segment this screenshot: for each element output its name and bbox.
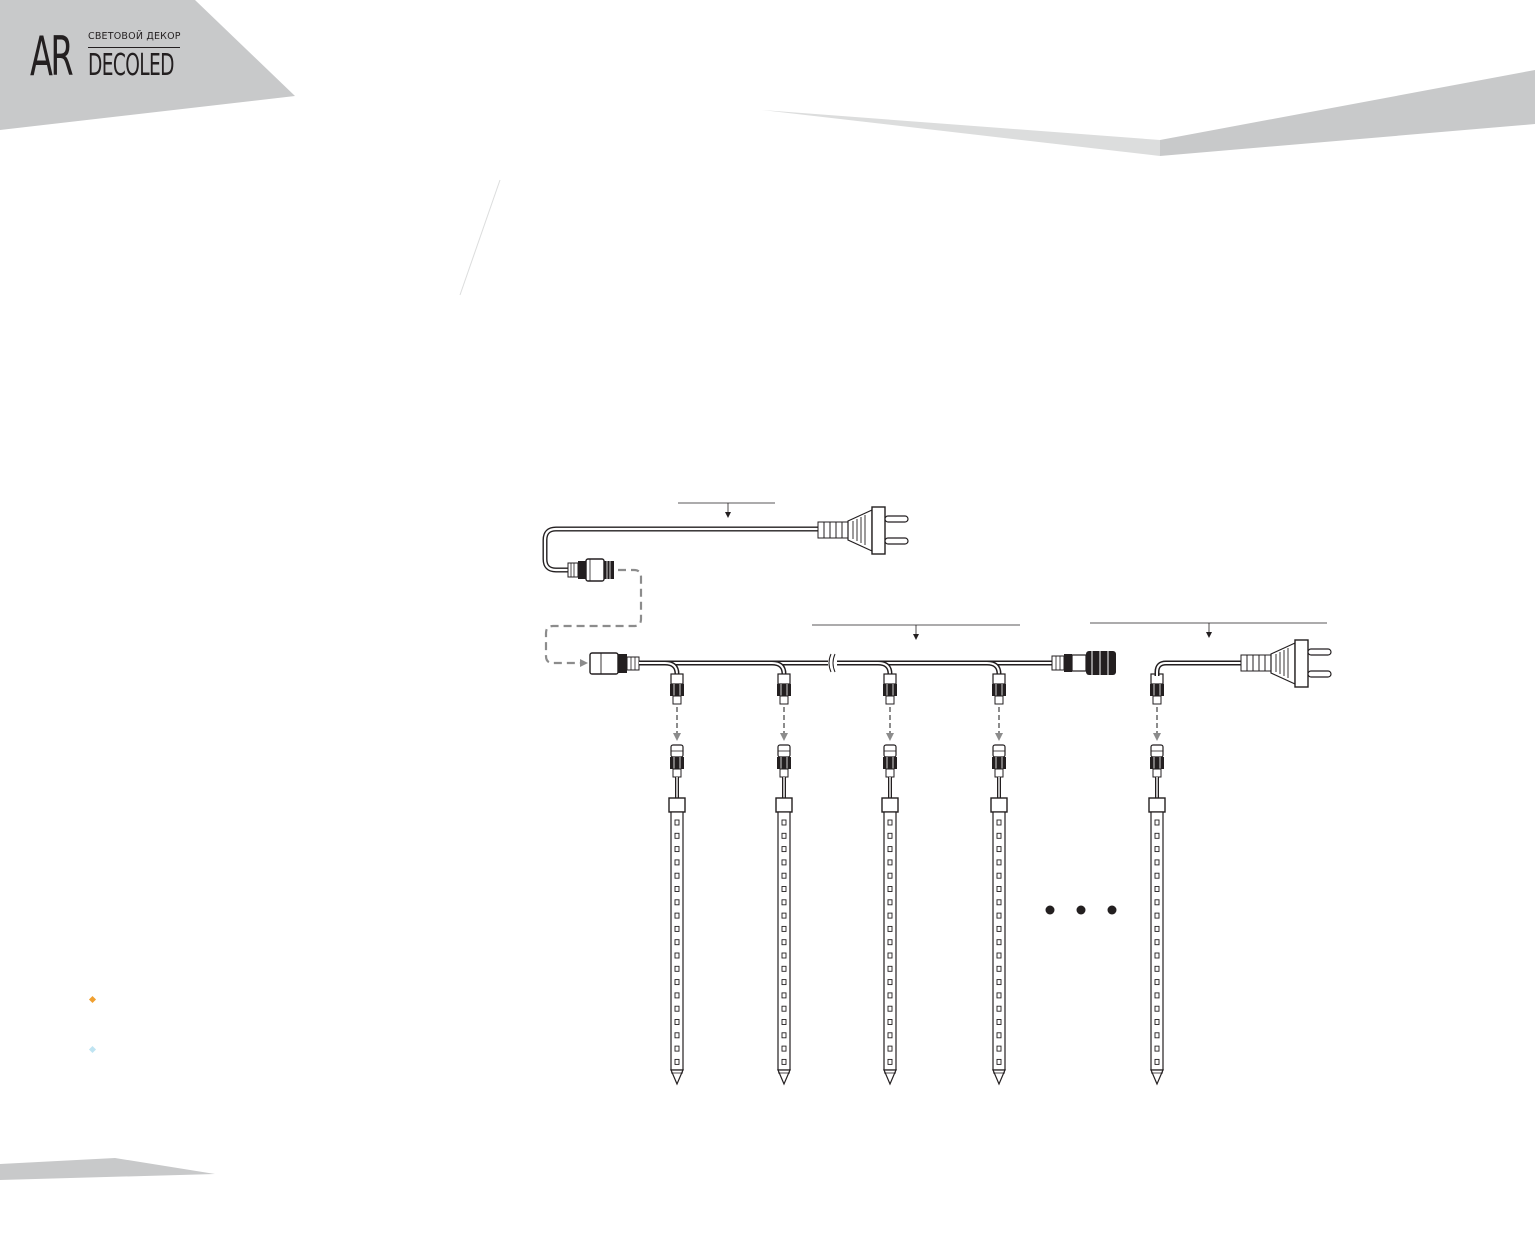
main-chain — [589, 624, 1166, 1086]
led-tube-drop — [877, 660, 899, 1086]
bottom-left-band — [0, 1158, 215, 1180]
waterproof-connector-icon — [567, 558, 614, 582]
cable-break-icon — [828, 653, 837, 673]
logo-divider — [88, 47, 180, 48]
led-tube-drop — [986, 660, 1008, 1086]
pointer-arrow-top — [725, 512, 731, 518]
led-tube-drop — [1148, 673, 1166, 1086]
power-plug-icon — [817, 506, 909, 555]
dashed-link-arrow — [580, 659, 588, 667]
pointer-arrow-chain — [913, 634, 919, 640]
thin-accent-line — [459, 179, 501, 296]
top-right-band — [1160, 70, 1535, 156]
dashed-link — [544, 568, 643, 665]
waterproof-connector-icon — [589, 652, 640, 675]
top-left-band — [0, 0, 295, 130]
led-tube-drop — [771, 660, 793, 1086]
top-right-band-light — [762, 110, 1160, 156]
logo-tagline: СВЕТОВОЙ ДЕКОР — [88, 31, 181, 42]
power-plug-icon — [1240, 639, 1332, 688]
continuation-dots-icon — [1045, 905, 1117, 915]
logo-mark: AR — [30, 25, 74, 88]
cable-right — [1154, 660, 1242, 676]
pointer-arrow-right — [1206, 632, 1212, 638]
led-tube-drops — [664, 660, 1166, 1086]
brand-logo: AR СВЕТОВОЙ ДЕКОР DECOLED — [30, 30, 190, 90]
led-tube-drop — [664, 660, 686, 1086]
power-cable-right — [1090, 622, 1332, 688]
logo-name: DECOLED — [88, 48, 174, 83]
power-cable-top — [542, 502, 909, 582]
waterproof-connector-icon — [1051, 651, 1116, 675]
